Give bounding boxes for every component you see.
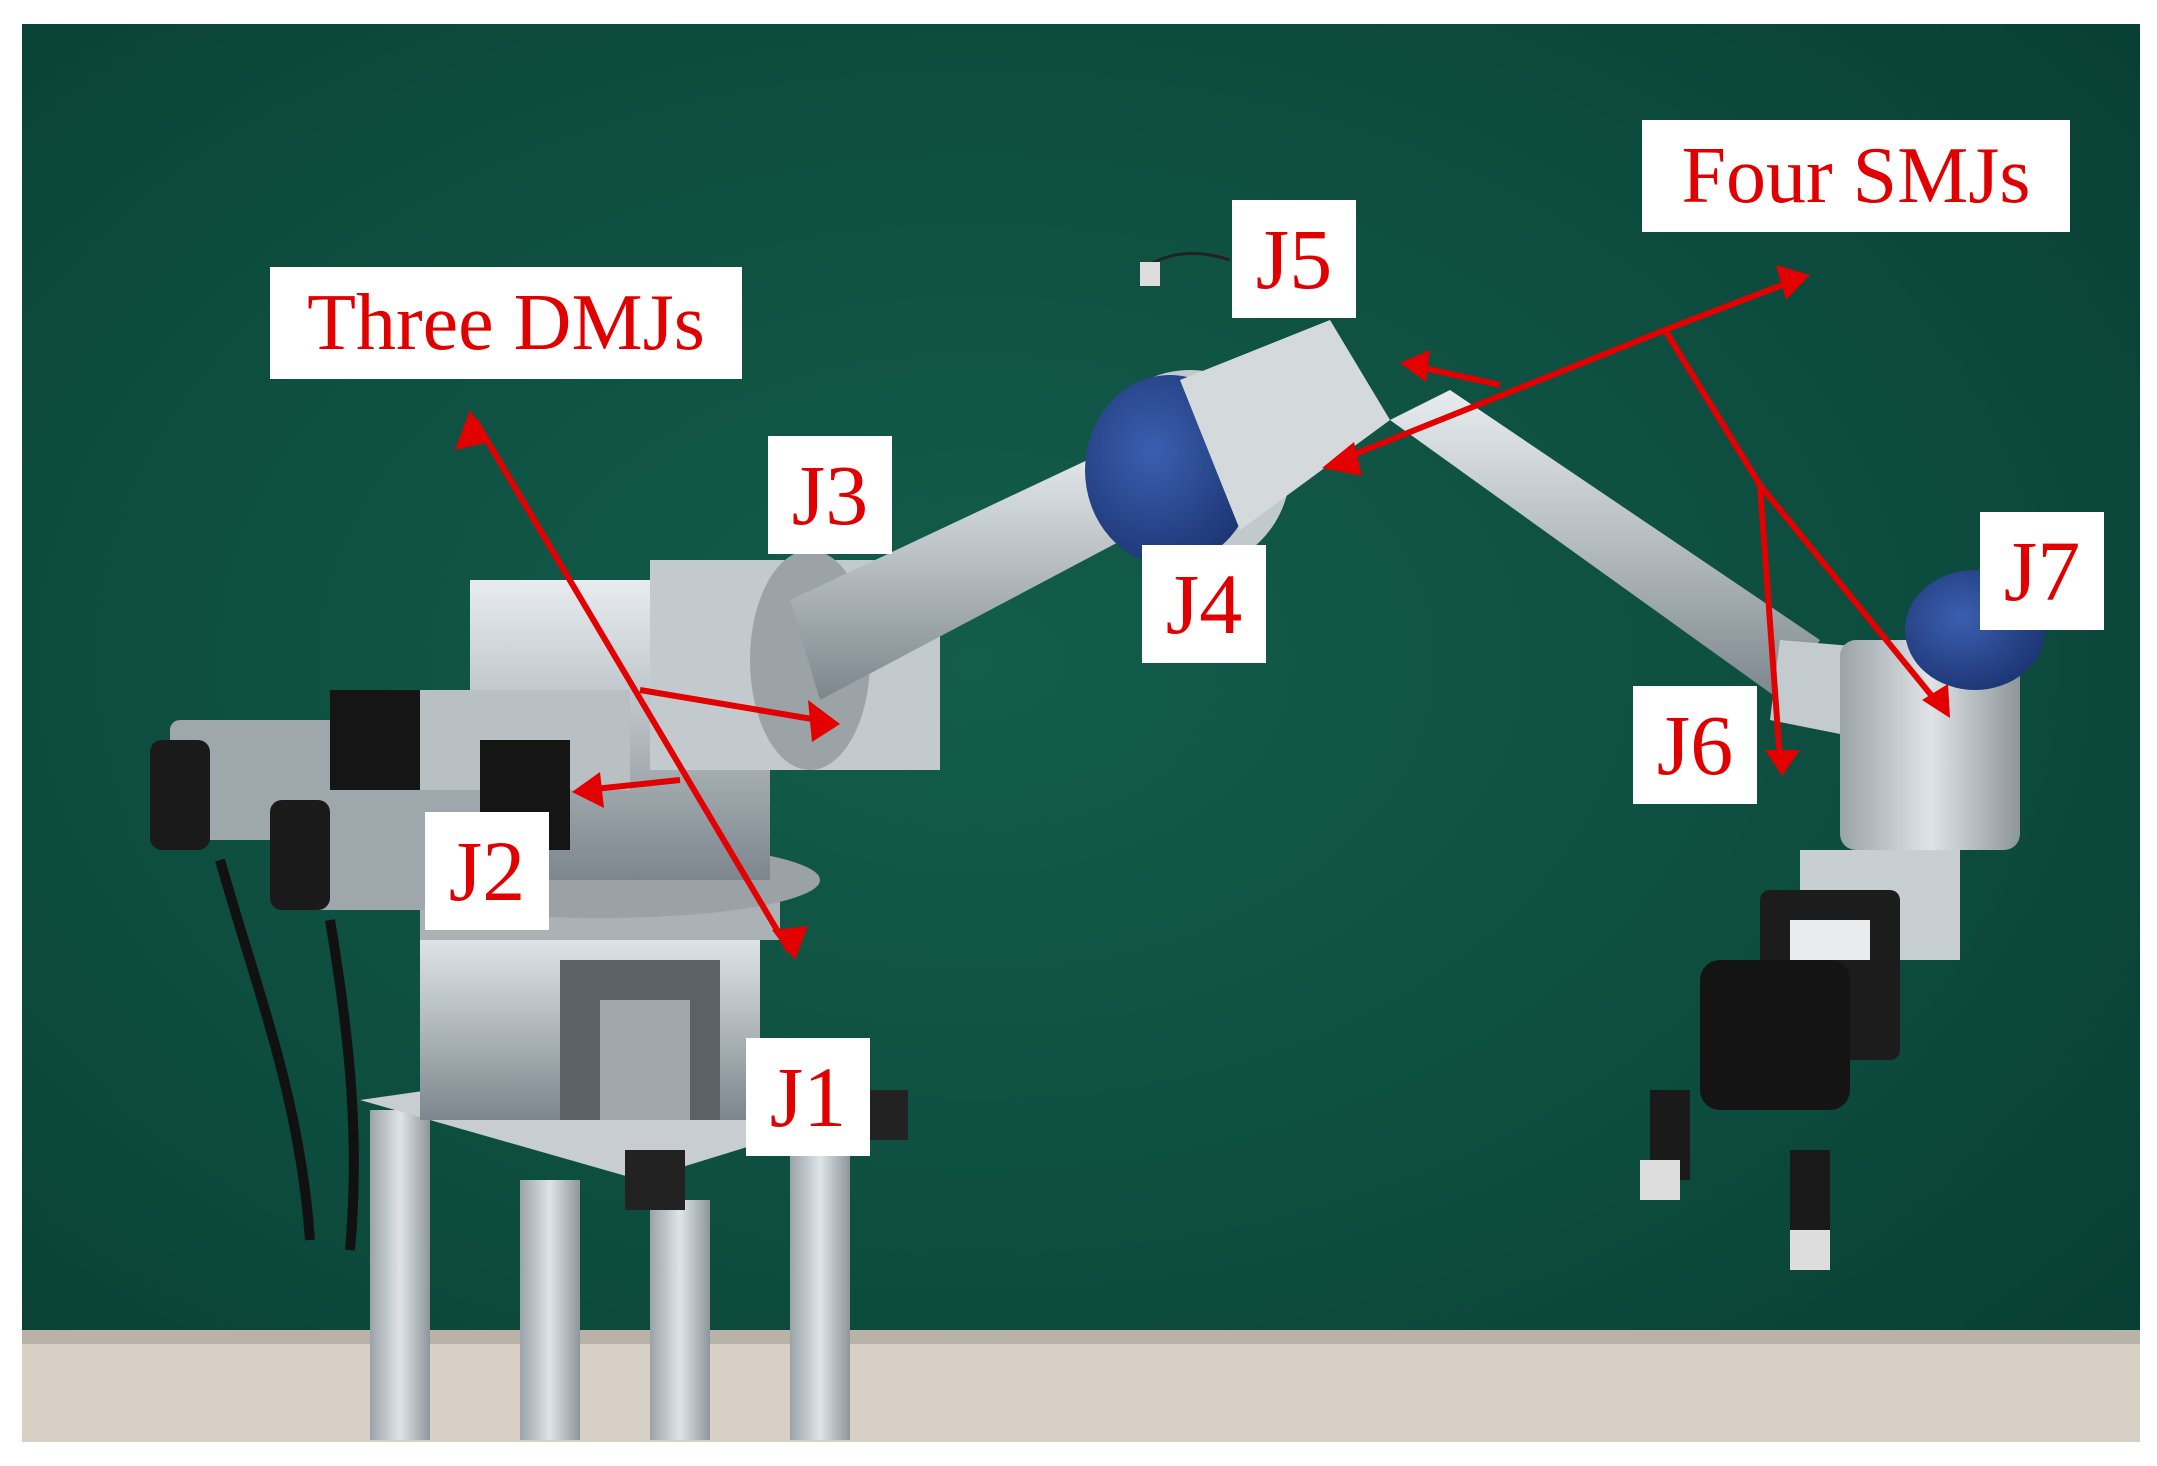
label-four-smjs-text: Four SMJs	[1681, 131, 2031, 220]
label-three-dmjs-text: Three DMJs	[307, 278, 705, 367]
label-three-dmjs: Three DMJs	[270, 267, 742, 379]
label-j5: J5	[1232, 200, 1356, 318]
label-j7-text: J7	[2003, 523, 2081, 619]
label-j2-text: J2	[448, 823, 526, 919]
label-four-smjs: Four SMJs	[1642, 120, 2070, 232]
floor	[22, 1340, 2140, 1442]
label-j2: J2	[425, 812, 549, 930]
label-j7: J7	[1980, 512, 2104, 630]
label-j4-text: J4	[1165, 556, 1243, 652]
label-j3-text: J3	[791, 447, 869, 543]
label-j1: J1	[746, 1038, 870, 1156]
upper-arm	[790, 320, 1390, 700]
label-j1-text: J1	[769, 1049, 847, 1145]
label-j4: J4	[1142, 545, 1266, 663]
label-j5-text: J5	[1255, 211, 1333, 307]
label-j6: J6	[1633, 686, 1757, 804]
gripper	[1640, 960, 1850, 1270]
annotation-arrows	[455, 265, 1950, 960]
label-j3: J3	[768, 436, 892, 554]
label-j6-text: J6	[1656, 697, 1734, 793]
